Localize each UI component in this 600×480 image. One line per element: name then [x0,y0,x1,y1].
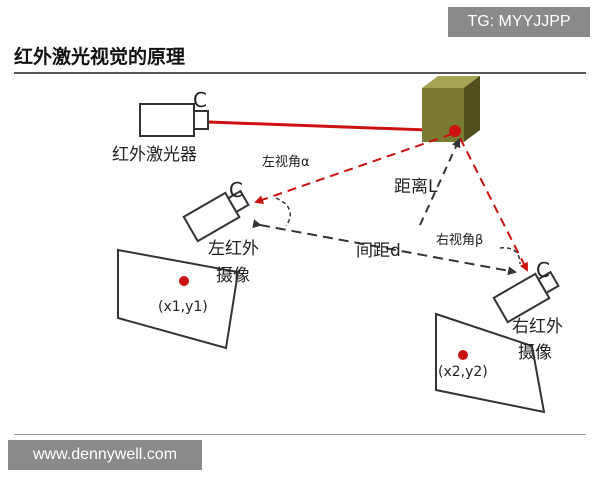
left-camera [182,189,250,243]
left-angle-arc [275,197,291,227]
left-camera-label-line1: 左红外 [208,239,259,259]
reflected-ray-right [459,137,528,272]
distance-label: 距离L [394,177,438,197]
left-point-label: (x1,y1) [158,299,208,315]
laser-beam [207,120,456,133]
right-camera-label-line1: 右红外 [512,317,563,337]
baseline-label: 间距d [356,241,401,261]
left-screen-dot [179,276,189,286]
right-camera-letter: C [536,258,550,282]
right-camera [492,270,560,324]
left-projection-screen [117,248,240,350]
right-angle-label: 右视角β [436,233,483,248]
watermark-bottom: www.dennywell.com [8,440,202,470]
left-camera-label-line2: 摄像 [216,266,250,286]
baseline-arrow [252,219,517,276]
right-camera-label-line2: 摄像 [518,343,552,363]
laser-emitter [139,103,209,137]
right-angle-arc [499,247,521,265]
right-screen-dot [458,350,468,360]
left-camera-letter: C [229,178,243,202]
target-cube [422,76,480,142]
emitter-label: 红外激光器 [112,145,197,165]
right-point-label: (x2,y2) [438,364,488,380]
page-title: 红外激光视觉的原理 [14,46,186,68]
title-divider [14,72,586,74]
watermark-top: TG: MYYJJPP [448,7,590,37]
emitter-camera-letter: C [193,88,207,112]
reflected-ray-left [254,133,453,204]
right-projection-screen [435,312,546,414]
distance-arrow [419,138,461,226]
footer-divider [14,434,586,435]
left-angle-label: 左视角α [262,155,310,170]
